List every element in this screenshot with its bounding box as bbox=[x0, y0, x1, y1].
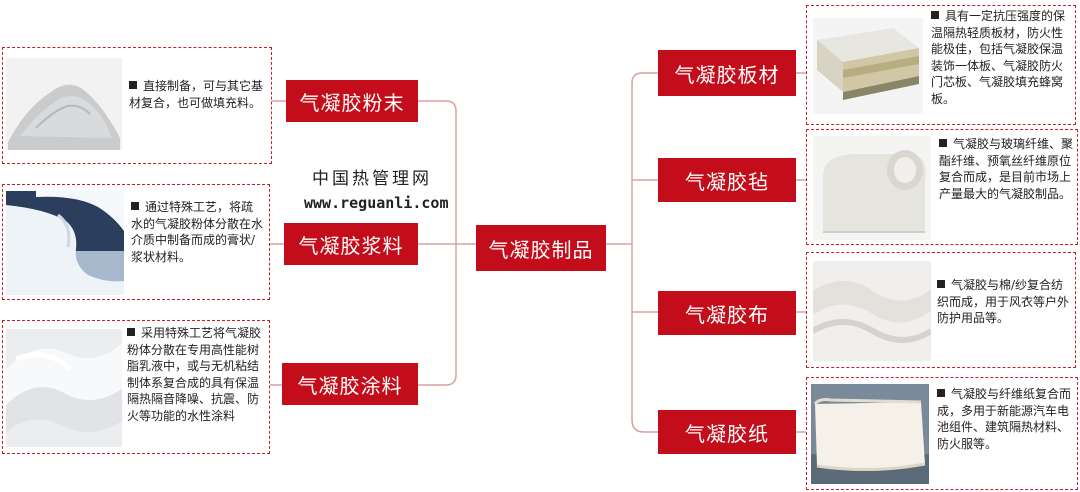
aerogel-powder-description: 直接制备，可与其它基材复合，也可做填充料。 bbox=[129, 79, 264, 110]
bullet-icon bbox=[931, 11, 939, 19]
card-aerogel-paper: 气凝胶与纤维纸复合而成，多用于新能源汽车电池组件、建筑隔热材料、防火服等。 bbox=[806, 377, 1078, 490]
node-aerogel-coating: 气凝胶涂料 bbox=[282, 363, 418, 405]
aerogel-cloth-description: 气凝胶与棉/纱复合纺织而成，用于风衣等户外防护用品等。 bbox=[937, 278, 1070, 325]
card-aerogel-board: 具有一定抗压强度的保温隔热轻质板材，防火性能极佳，包括气凝胶保温装饰一体板、气凝… bbox=[806, 5, 1076, 125]
aerogel-paper-description: 气凝胶与纤维纸复合而成，多用于新能源汽车电池组件、建筑隔热材料、防火服等。 bbox=[937, 387, 1072, 451]
aerogel-powder-photo bbox=[6, 58, 122, 150]
center-node-label: 气凝胶制品 bbox=[488, 237, 594, 262]
aerogel-felt-photo bbox=[813, 136, 931, 240]
watermark-site-name: 中国热管理网 bbox=[312, 169, 432, 189]
center-node-aerogel-products: 气凝胶制品 bbox=[476, 225, 606, 271]
bullet-icon bbox=[131, 202, 139, 210]
node-aerogel-slurry: 气凝胶浆料 bbox=[284, 223, 418, 265]
bullet-icon bbox=[937, 280, 945, 288]
card-aerogel-cloth: 气凝胶与棉/纱复合纺织而成，用于风衣等户外防护用品等。 bbox=[806, 252, 1076, 368]
aerogel-coating-description: 采用特殊工艺将气凝胶粉体分散在专用高性能树脂乳液中，或与无机粘结制体系复合成的具… bbox=[127, 326, 262, 423]
node-aerogel-paper: 气凝胶纸 bbox=[658, 410, 796, 454]
bullet-icon bbox=[937, 389, 945, 397]
node-aerogel-cloth: 气凝胶布 bbox=[658, 291, 796, 335]
node-label: 气凝胶布 bbox=[685, 302, 769, 327]
node-label: 气凝胶板材 bbox=[674, 62, 780, 87]
node-aerogel-powder: 气凝胶粉末 bbox=[286, 80, 418, 122]
aerogel-board-photo bbox=[813, 18, 923, 114]
aerogel-slurry-description: 通过特殊工艺，将疏水的气凝胶粉体分散在水介质中制备而成的膏状/浆状材料。 bbox=[131, 200, 264, 264]
aerogel-coating-photo bbox=[6, 329, 122, 447]
card-aerogel-slurry: 通过特殊工艺，将疏水的气凝胶粉体分散在水介质中制备而成的膏状/浆状材料。 bbox=[2, 184, 270, 300]
node-aerogel-board: 气凝胶板材 bbox=[658, 50, 796, 96]
node-label: 气凝胶浆料 bbox=[298, 233, 404, 258]
node-label: 气凝胶毡 bbox=[685, 169, 769, 194]
watermark-url: www.reguanli.com bbox=[304, 194, 449, 212]
card-aerogel-coating: 采用特殊工艺将气凝胶粉体分散在专用高性能树脂乳液中，或与无机粘结制体系复合成的具… bbox=[2, 320, 270, 454]
node-aerogel-felt: 气凝胶毡 bbox=[658, 158, 796, 202]
bullet-icon bbox=[939, 139, 947, 147]
aerogel-board-description: 具有一定抗压强度的保温隔热轻质板材，防火性能极佳，包括气凝胶保温装饰一体板、气凝… bbox=[931, 9, 1066, 106]
aerogel-slurry-photo bbox=[6, 191, 124, 295]
aerogel-paper-photo bbox=[811, 384, 929, 484]
node-label: 气凝胶粉末 bbox=[299, 90, 405, 115]
node-label: 气凝胶纸 bbox=[685, 421, 769, 446]
card-aerogel-felt: 气凝胶与玻璃纤维、聚酯纤维、预氧丝纤维原位复合而成，是目前市场上产量最大的气凝胶… bbox=[806, 129, 1078, 245]
card-aerogel-powder: 直接制备，可与其它基材复合，也可做填充料。 bbox=[2, 47, 272, 164]
aerogel-cloth-photo bbox=[813, 261, 931, 361]
bullet-icon bbox=[129, 81, 137, 89]
aerogel-felt-description: 气凝胶与玻璃纤维、聚酯纤维、预氧丝纤维原位复合而成，是目前市场上产量最大的气凝胶… bbox=[939, 137, 1074, 201]
node-label: 气凝胶涂料 bbox=[297, 373, 403, 398]
bullet-icon bbox=[127, 328, 135, 336]
